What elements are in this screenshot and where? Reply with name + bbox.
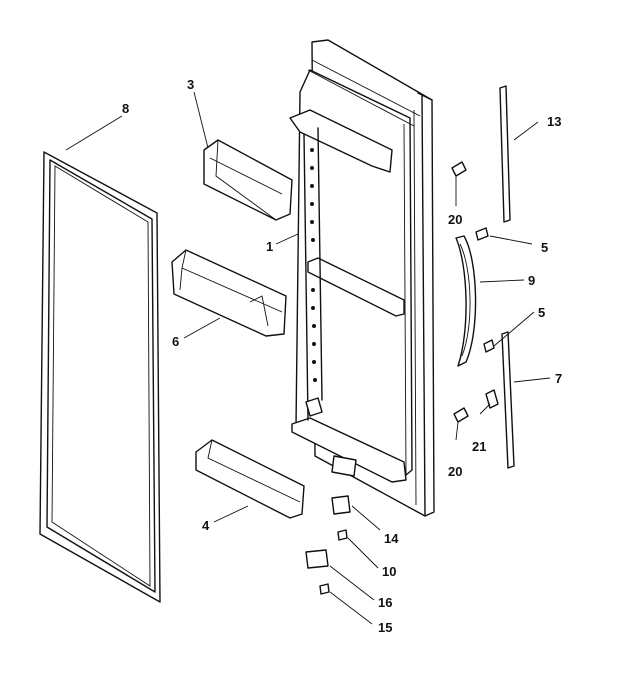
callout-plug-upper: 20 [448, 212, 462, 227]
callout-plug-lower: 20 [448, 464, 462, 479]
callout-hinge-part: 14 [384, 531, 399, 546]
callout-bushing-16: 16 [378, 595, 392, 610]
callout-screw-lower: 5 [538, 305, 545, 320]
callout-clip-21: 21 [472, 439, 486, 454]
callout-gasket: 8 [122, 101, 129, 116]
callout-labels: 1 3 4 5 5 6 7 8 9 10 13 14 15 16 20 20 2… [122, 77, 562, 635]
callout-shelf-bar: 4 [202, 518, 210, 533]
callout-screw-15: 15 [378, 620, 392, 635]
callout-dairy-door: 3 [187, 77, 194, 92]
liner-dimples [310, 148, 317, 382]
trim-parts [499, 85, 515, 469]
shelf-bar-part [195, 439, 305, 519]
callout-trim-upper: 13 [547, 114, 561, 129]
bin-part [171, 249, 287, 337]
hardware-parts [305, 161, 499, 595]
callout-screw-upper: 5 [541, 240, 548, 255]
callout-hinge-bottom: 10 [382, 564, 396, 579]
leader-lines [65, 91, 551, 625]
door-part [289, 39, 435, 517]
callout-handle: 9 [528, 273, 535, 288]
callout-bin: 6 [172, 334, 179, 349]
callout-door: 1 [266, 239, 273, 254]
gasket-part [39, 151, 161, 603]
callout-trim-lower: 7 [555, 371, 562, 386]
dairy-door-part [203, 139, 293, 221]
handle-part [455, 235, 477, 367]
